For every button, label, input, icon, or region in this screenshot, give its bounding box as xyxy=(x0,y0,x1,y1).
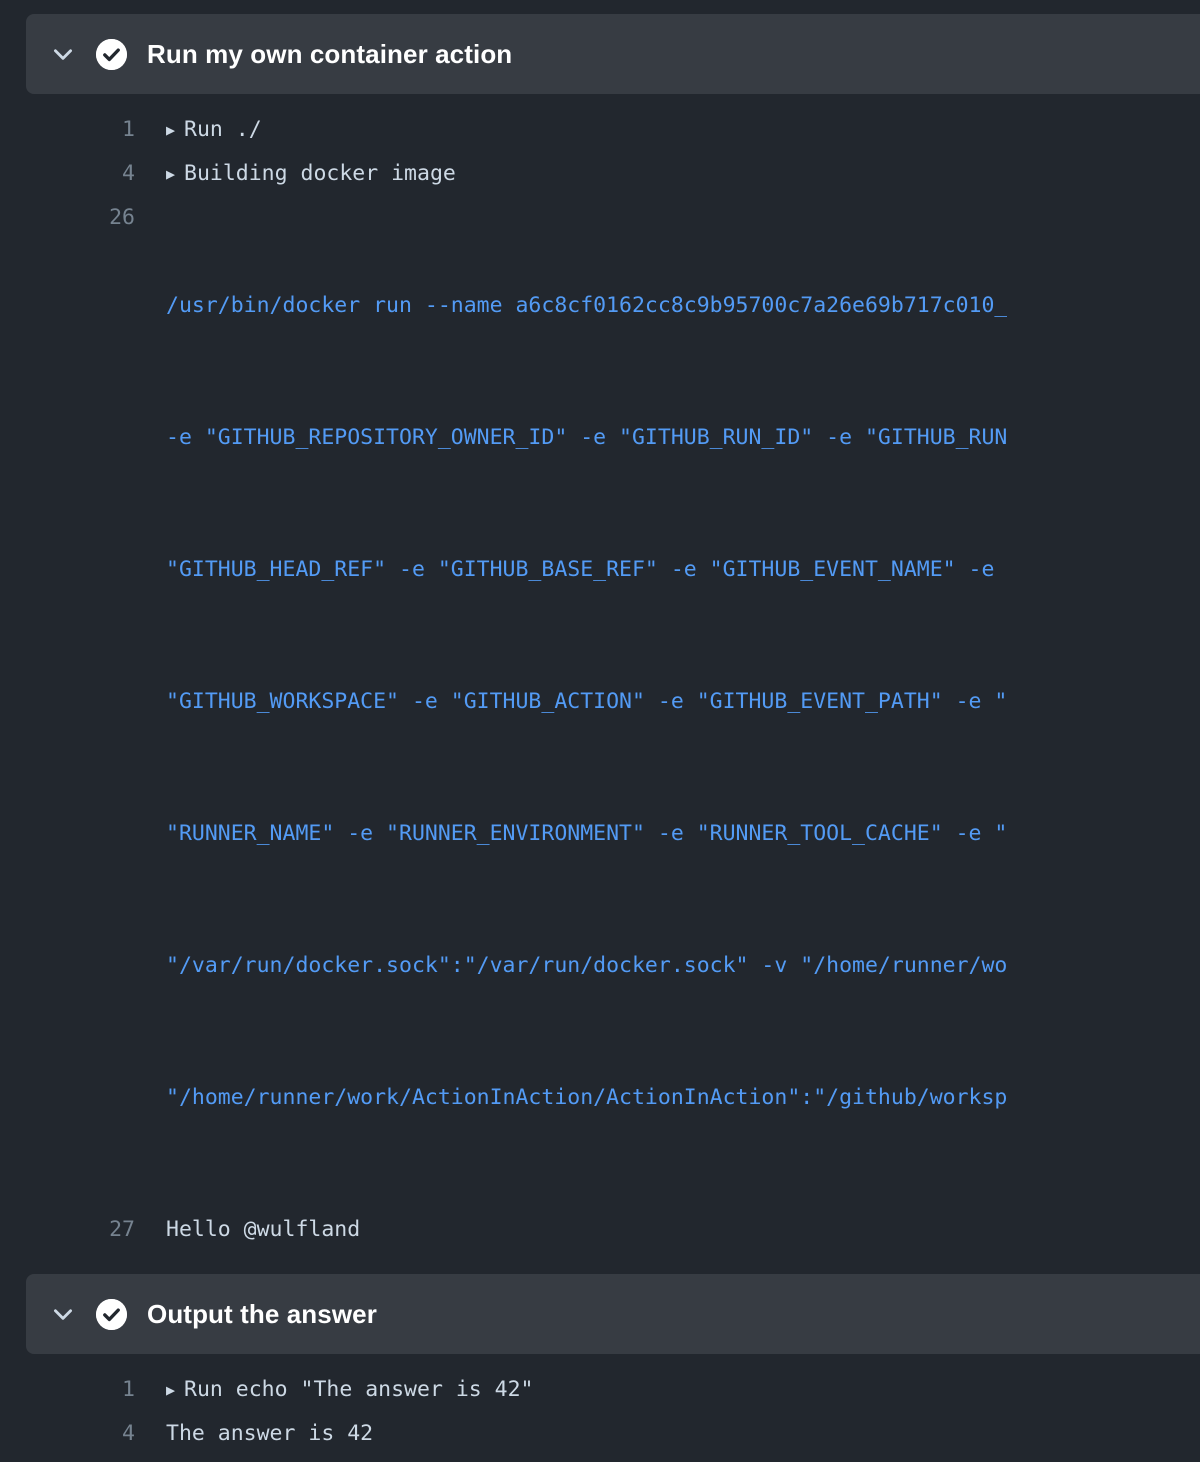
log-line-text: /usr/bin/docker run --name a6c8cf0162cc8… xyxy=(166,293,1008,318)
log-line-text: -e "GITHUB_REPOSITORY_OWNER_ID" -e "GITH… xyxy=(166,425,1008,450)
line-number: 27 xyxy=(109,1217,135,1242)
log-line[interactable]: 4 ▶ Building docker image xyxy=(0,152,1200,196)
log-line[interactable]: 1 ▶ Run echo "The answer is 42" xyxy=(0,1368,1200,1412)
log-line-content-docker-command: /usr/bin/docker run --name a6c8cf0162cc8… xyxy=(135,196,1007,1208)
group-expand-caret-icon[interactable]: ▶ xyxy=(166,165,176,183)
group-expand-caret-icon[interactable]: ▶ xyxy=(166,121,176,139)
chevron-down-icon[interactable] xyxy=(50,41,76,67)
line-number: 26 xyxy=(109,205,135,230)
line-number: 1 xyxy=(122,117,135,142)
log-line-text: "RUNNER_NAME" -e "RUNNER_ENVIRONMENT" -e… xyxy=(166,821,1008,846)
log-line-text: Run echo "The answer is 42" xyxy=(184,1377,534,1402)
workflow-log-viewer: Run my own container action 1 ▶Run ./ 4 … xyxy=(26,14,1200,1446)
log-line-text: The answer is 42 xyxy=(166,1421,374,1446)
log-line-text: "GITHUB_HEAD_REF" -e "GITHUB_BASE_REF" -… xyxy=(166,557,995,582)
log-line-text: Hello @wulfland xyxy=(166,1217,361,1242)
log-line: 27 Hello @wulfland xyxy=(0,1208,1200,1252)
log-line-text: "/home/runner/work/ActionInAction/Action… xyxy=(166,1085,1008,1110)
line-number: 1 xyxy=(122,1377,135,1402)
step-title: Output the answer xyxy=(147,1299,377,1329)
log-line-text: "/var/run/docker.sock":"/var/run/docker.… xyxy=(166,953,1008,978)
log-line-content: ▶ Run ./ xyxy=(135,108,262,152)
log-line-text: Building docker image xyxy=(184,161,456,186)
log-line-content: The answer is 42 xyxy=(135,1412,373,1456)
log-line-content: Hello @wulfland xyxy=(135,1208,360,1252)
step-log-body-1: 1 ▶ Run ./ 4 ▶ Building docker image 26 /u… xyxy=(0,94,1200,1258)
log-line-content: ▶ Building docker image xyxy=(135,152,456,196)
step-header-output-the-answer[interactable]: Output the answer xyxy=(26,1274,1200,1354)
success-check-icon xyxy=(96,38,127,70)
line-number: 4 xyxy=(122,1421,135,1446)
log-line[interactable]: 1 ▶ Run ./ xyxy=(0,108,1200,152)
step-log-body-2: 1 ▶ Run echo "The answer is 42" 4 The ans… xyxy=(0,1354,1200,1462)
group-expand-caret-icon[interactable]: ▶ xyxy=(166,1381,176,1399)
log-line-text: "GITHUB_WORKSPACE" -e "GITHUB_ACTION" -e… xyxy=(166,689,1008,714)
step-title: Run my own container action xyxy=(147,39,513,69)
log-line-text: Run ./ xyxy=(184,117,262,142)
log-line: 26 /usr/bin/docker run --name a6c8cf0162… xyxy=(0,196,1200,1208)
chevron-down-icon[interactable] xyxy=(50,1301,76,1327)
line-number: 4 xyxy=(122,161,135,186)
success-check-icon xyxy=(96,1298,127,1330)
log-line-content: ▶ Run echo "The answer is 42" xyxy=(135,1368,534,1412)
log-line: 4 The answer is 42 xyxy=(0,1412,1200,1456)
section-spacer xyxy=(0,1258,1200,1274)
step-header-run-my-own-container-action[interactable]: Run my own container action xyxy=(26,14,1200,94)
